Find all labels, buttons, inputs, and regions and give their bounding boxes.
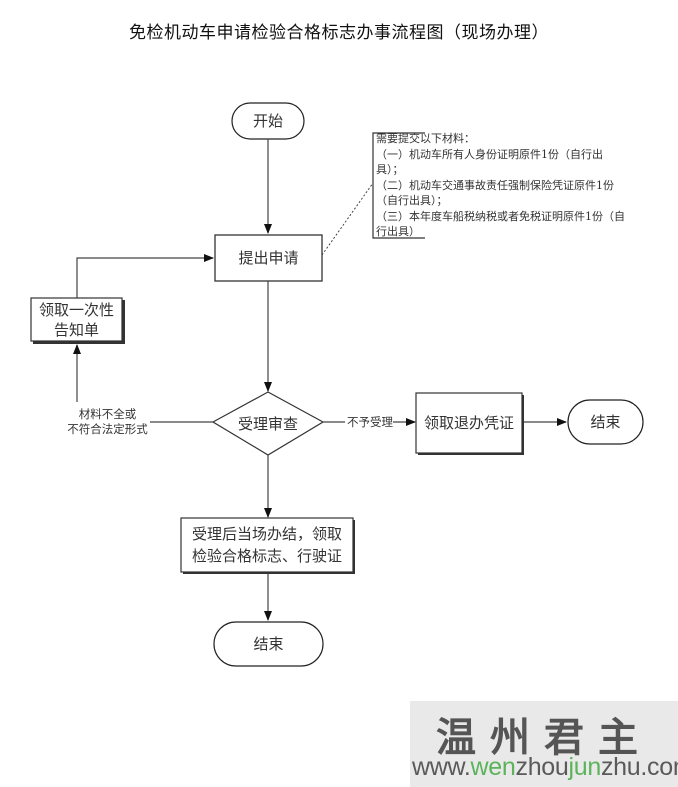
refund-label: 领取退办凭证 (423, 414, 514, 432)
done-box (180, 517, 354, 573)
reject-condition-label: 材料不全或 不符合法定形式 (55, 407, 160, 437)
done-label-line1: 受理后当场办结，领取 (191, 525, 342, 543)
page-title: 免检机动车申请检验合格标志办事流程图（现场办理） (129, 23, 549, 43)
note-line: （一）机动车所有人身份证明原件1份（自行出 (376, 147, 603, 161)
watermark: 温州君主 www.wenzhoujunzhu.com (410, 701, 678, 787)
done-label-line2: 检验合格标志、行驶证 (191, 547, 342, 565)
edge-notice-apply (76, 254, 214, 298)
apply-box (214, 234, 323, 282)
watermark-chinese: 温州君主 (436, 714, 652, 761)
end-bottom-label: 结束 (253, 635, 284, 653)
url-part: www. (412, 753, 471, 781)
apply-label: 提出申请 (238, 249, 299, 267)
end-right-label: 结束 (590, 413, 621, 431)
watermark-url: www.wenzhoujunzhu.com (412, 753, 678, 782)
note-line: 行出具） (376, 225, 420, 238)
note-line: 需要提交以下材料： (376, 132, 475, 145)
note-bracket (372, 132, 425, 239)
url-part-accent: jun (568, 753, 602, 781)
url-part: zhu.com (600, 753, 678, 781)
reject-label-line1: 材料不全或 (78, 407, 137, 421)
done-label: 受理后当场办结，领取 检验合格标志、行驶证 (181, 518, 353, 572)
not-accepted-label: 不予受理 (347, 415, 393, 429)
end-terminal-right (567, 399, 644, 445)
refund-box (415, 392, 523, 454)
notice-label-line2: 告知单 (53, 320, 99, 339)
end-terminal-bottom (213, 621, 324, 667)
materials-note: 需要提交以下材料： （一）机动车所有人身份证明原件1份（自行出 具）； （二）机… (376, 131, 666, 240)
url-part: zhou (515, 753, 569, 781)
notice-label-line1: 领取一次性 (38, 300, 114, 319)
note-connector (321, 182, 374, 256)
review-label: 受理审查 (237, 414, 298, 433)
start-label: 开始 (252, 112, 283, 130)
notice-label: 领取一次性 告知单 (31, 298, 122, 341)
note-line: 具）； (376, 163, 404, 176)
note-line: （自行出具）； (376, 194, 448, 207)
note-line: （二）机动车交通事故责任强制保险凭证原件1份 (376, 178, 614, 192)
note-line: （三）本年度车船税纳税或者免税证明原件1份（自 (376, 209, 625, 223)
url-part-accent: wen (470, 753, 516, 781)
reject-label-line2: 不符合法定形式 (67, 422, 148, 436)
